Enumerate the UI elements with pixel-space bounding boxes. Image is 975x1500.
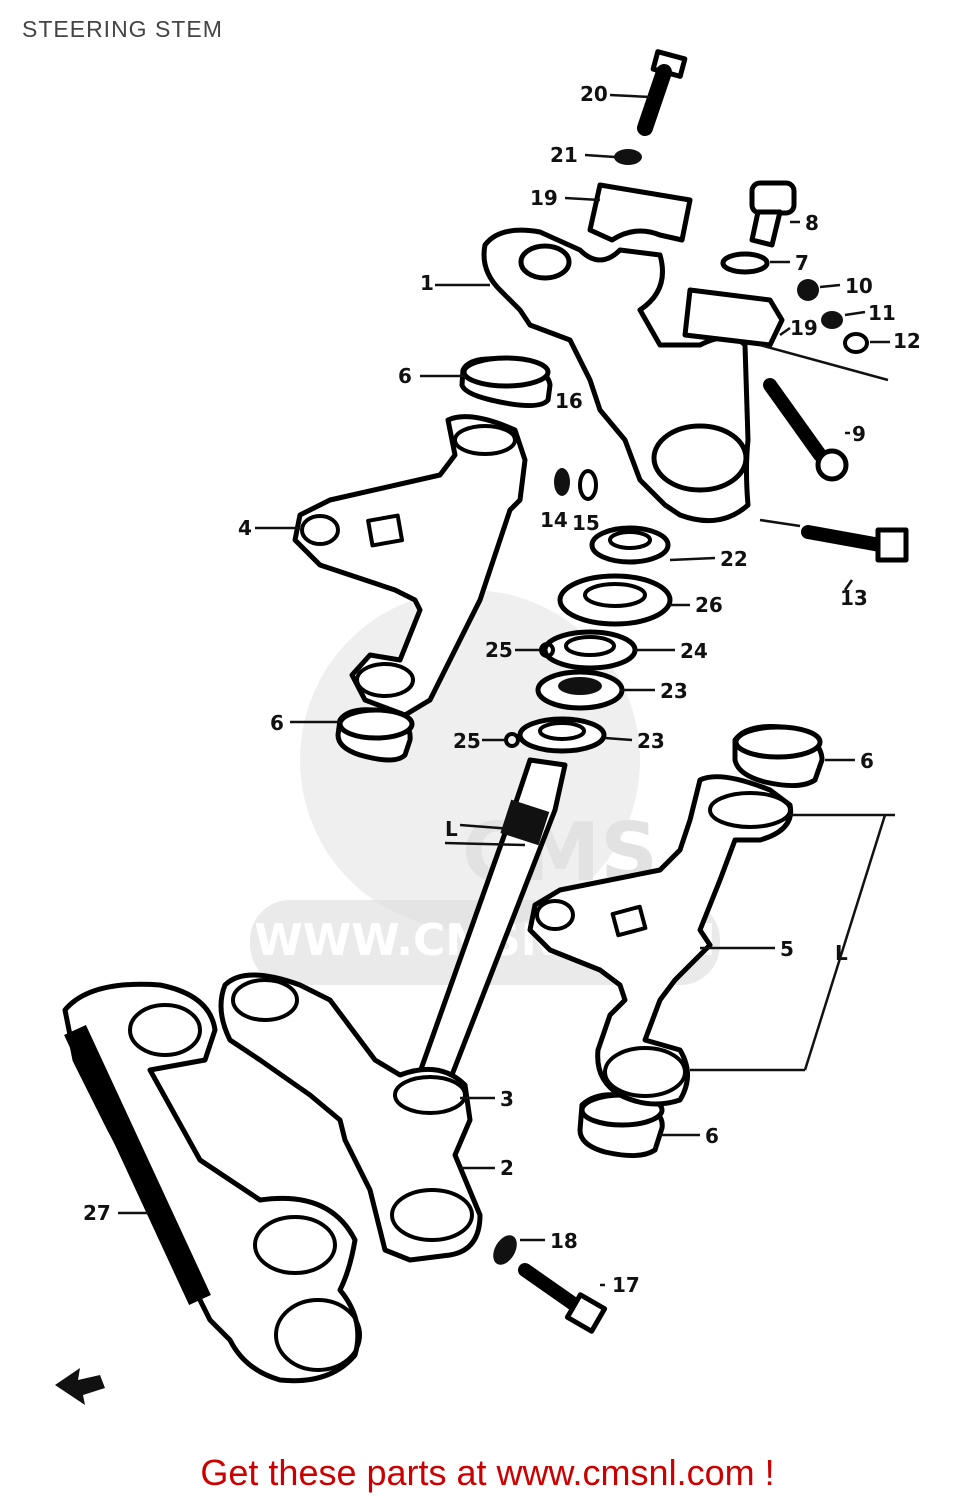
callout-16: 16: [555, 389, 583, 413]
part-23-bearing: [517, 716, 607, 754]
promo-link[interactable]: Get these parts at www.cmsnl.com !: [0, 1452, 975, 1494]
part-6-rubber: [732, 724, 825, 788]
callout-1: 1: [420, 271, 434, 295]
part-6-rubber: [335, 707, 415, 763]
callout-17: 17: [612, 1273, 640, 1297]
part-15-washer: [578, 469, 598, 501]
callout-l-stem: L: [445, 817, 458, 841]
part-25-ball: [504, 732, 520, 748]
part-1-upper-bracket: [481, 227, 785, 524]
callout-8: 8: [805, 211, 819, 235]
part-11-washer: [821, 311, 843, 329]
callout-11: 11: [868, 301, 896, 325]
callout-2: 2: [500, 1156, 514, 1180]
front-direction-arrow-icon: [55, 1368, 105, 1405]
part-22-nut: [589, 525, 671, 565]
callout-6c: 6: [860, 749, 874, 773]
callout-25: 25: [485, 638, 513, 662]
callout-12: 12: [893, 329, 921, 353]
part-9-bolt: [763, 378, 849, 482]
part-19-holder-cap: [587, 182, 693, 243]
callout-10: 10: [845, 274, 873, 298]
part-23-bearing: [535, 669, 625, 711]
callout-9: 9: [852, 422, 866, 446]
part-8-bolt: [749, 180, 797, 248]
page-title: STEERING STEM: [22, 16, 223, 42]
part-18-washer: [493, 1235, 517, 1265]
callout-22: 22: [720, 547, 748, 571]
callout-23: 23: [660, 679, 688, 703]
part-14-washer: [554, 468, 570, 496]
dimension-l: [444, 813, 895, 1072]
callout-24: 24: [680, 639, 708, 663]
callout-labels: 20 21 19 8 1 7 10 11 12 19 6 16 9 4 14 1…: [83, 82, 921, 1297]
callout-l: L: [835, 941, 848, 965]
part-17-bolt: [518, 1263, 608, 1334]
part-26-ring: [557, 573, 673, 627]
part-6-rubber: [459, 355, 553, 408]
callout-6b: 6: [270, 711, 284, 735]
callout-7: 7: [795, 251, 809, 275]
part-4-handle-bracket: [292, 414, 528, 718]
leader-lines: [118, 93, 890, 1287]
callout-27: 27: [83, 1201, 111, 1225]
part-2-lower-bracket: [218, 972, 483, 1263]
callout-26: 26: [695, 593, 723, 617]
part-12-washer: [843, 332, 869, 354]
part-21-washer: [614, 149, 642, 165]
promo-text: Get these parts at www.cmsnl.com !: [200, 1452, 775, 1493]
callout-19b: 19: [790, 316, 818, 340]
callout-19: 19: [530, 186, 558, 210]
part-20-bolt: [637, 49, 688, 136]
part-25-ball: [539, 642, 555, 658]
part-27-cover: [62, 981, 362, 1384]
callout-3: 3: [500, 1087, 514, 1111]
callout-21: 21: [550, 143, 578, 167]
part-7-washer: [720, 251, 770, 275]
callout-5: 5: [780, 937, 794, 961]
callout-18: 18: [550, 1229, 578, 1253]
part-10-nut: [797, 279, 819, 301]
callout-25b: 25: [453, 729, 481, 753]
callout-6d: 6: [705, 1124, 719, 1148]
callout-6: 6: [398, 364, 412, 388]
callout-4: 4: [238, 516, 252, 540]
callout-15: 15: [572, 511, 600, 535]
callout-20: 20: [580, 82, 608, 106]
callout-14: 14: [540, 508, 568, 532]
callout-13: 13: [840, 586, 868, 610]
part-13-bolt: [801, 525, 909, 563]
part-24-ring: [542, 629, 638, 671]
part-5-handle-bracket: [527, 774, 794, 1107]
callout-23b: 23: [637, 729, 665, 753]
